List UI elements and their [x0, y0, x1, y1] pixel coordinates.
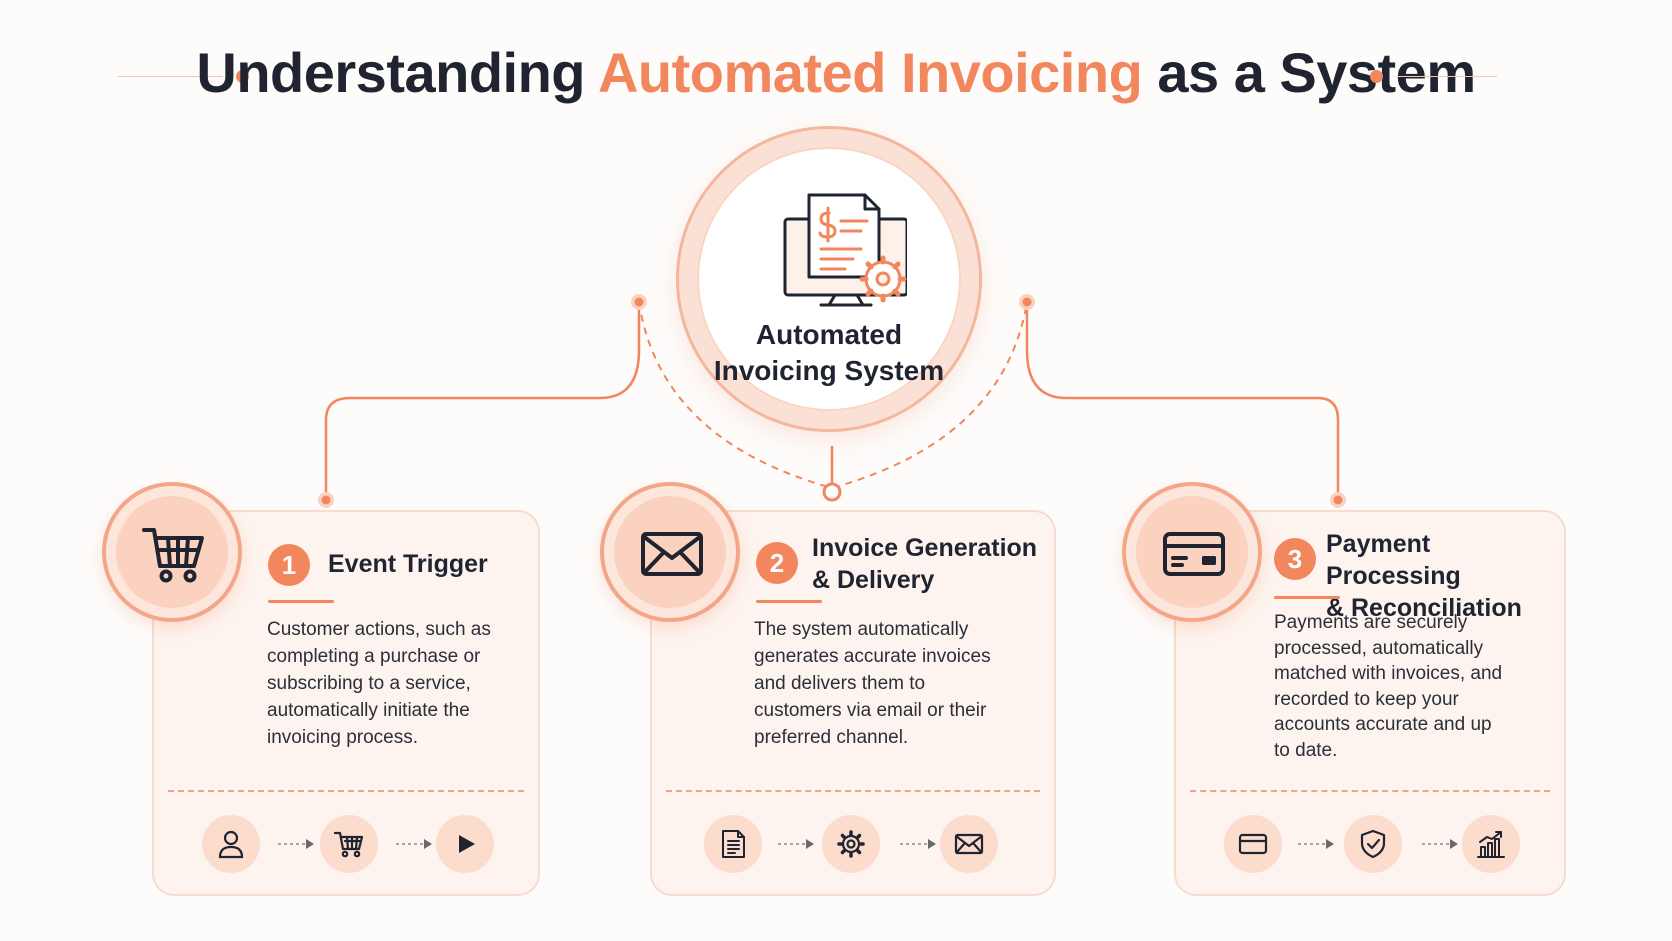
- heading-line: Payment Processing: [1326, 530, 1461, 590]
- desc-line: preferred channel.: [754, 727, 909, 748]
- flow-arrow: [1422, 839, 1458, 849]
- flow-step-chart: [1462, 815, 1520, 873]
- step-description: The system automatically generates accur…: [754, 616, 991, 751]
- document-icon: [722, 830, 745, 858]
- flow-arrow: [778, 839, 814, 849]
- desc-line: recorded to keep your: [1274, 688, 1459, 710]
- step-icon-badge-3: [1122, 482, 1262, 622]
- desc-line: and delivers them to: [754, 673, 926, 694]
- flow-step-user: [202, 815, 260, 873]
- step-heading: Event Trigger: [328, 550, 488, 578]
- title-right-line: [1397, 76, 1497, 77]
- desc-line: completing a purchase or: [267, 646, 481, 667]
- title-left-dot: [236, 70, 249, 83]
- user-icon: [218, 830, 244, 859]
- envelope-icon: [641, 532, 703, 576]
- card-divider: [168, 790, 524, 792]
- card-divider: [666, 790, 1040, 792]
- flow-arrow: [900, 839, 936, 849]
- desc-line: to date.: [1274, 739, 1338, 761]
- flow-step-cart: [320, 815, 378, 873]
- flow-step-shield: [1344, 815, 1402, 873]
- flow-arrow: [278, 839, 314, 849]
- heading-line: Invoice Generation: [812, 534, 1038, 562]
- desc-line: The system automatically: [754, 619, 969, 640]
- step-description: Customer actions, such as completing a p…: [267, 616, 491, 751]
- step-heading: Payment Processing & Reconciliation: [1326, 528, 1564, 624]
- credit-card-icon: [1163, 532, 1225, 576]
- desc-line: subscribing to a service,: [267, 673, 471, 694]
- shield-check-icon: [1360, 829, 1386, 859]
- step-number-badge: 3: [1274, 538, 1316, 580]
- heading-underline: [756, 600, 822, 603]
- desc-line: matched with invoices, and: [1274, 663, 1503, 685]
- step-icon-badge-1: [102, 482, 242, 622]
- desc-line: generates accurate invoices: [754, 646, 991, 667]
- desc-line: Payments are securely: [1274, 612, 1468, 633]
- flow-step-card: [1224, 815, 1282, 873]
- title-text-before: Understanding: [196, 41, 598, 104]
- heading-underline: [268, 600, 334, 603]
- credit-card-icon: [1238, 833, 1268, 855]
- desc-line: processed, automatically: [1274, 637, 1484, 659]
- heading-underline: [1274, 596, 1340, 599]
- title-right-dot: [1370, 70, 1383, 83]
- connector-nodes: [318, 294, 1346, 508]
- connector-left: [324, 302, 641, 498]
- connector-arc: [638, 301, 1028, 490]
- shopping-cart-icon: [142, 528, 204, 583]
- hub-label: Automated Invoicing System: [697, 317, 961, 389]
- step-number-badge: 1: [268, 544, 310, 586]
- hub-circle: Automated Invoicing System: [676, 126, 982, 432]
- page-title: Understanding Automated Invoicing as a S…: [0, 38, 1672, 108]
- flow-step-document: [704, 815, 762, 873]
- connector-right: [1025, 302, 1340, 498]
- hub-label-line1: Automated: [755, 319, 903, 350]
- flow-arrow: [396, 839, 432, 849]
- desc-line: Customer actions, such as: [267, 619, 491, 640]
- step-heading: Invoice Generation & Delivery: [812, 532, 1037, 596]
- title-text-accent: Automated Invoicing: [597, 41, 1143, 104]
- shopping-cart-icon: [334, 831, 364, 858]
- flow-step-gear: [822, 815, 880, 873]
- flow-step-envelope: [940, 815, 998, 873]
- heading-line: & Delivery: [812, 566, 935, 594]
- title-text-after: as a System: [1142, 41, 1476, 104]
- envelope-icon: [954, 833, 984, 855]
- hub-label-line2: Invoicing System: [713, 355, 945, 386]
- step-icon-badge-2: [600, 482, 740, 622]
- gear-icon: [837, 830, 865, 858]
- title-left-line: [118, 76, 223, 77]
- heading-line: & Reconciliation: [1326, 594, 1522, 622]
- step-number-badge: 2: [756, 542, 798, 584]
- desc-line: invoicing process.: [267, 727, 419, 748]
- desc-line: accounts accurate and up: [1274, 714, 1492, 736]
- title-row: Understanding Automated Invoicing as a S…: [0, 38, 1672, 108]
- flow-step-play: [436, 815, 494, 873]
- step-description: Payments are securely processed, automat…: [1274, 610, 1502, 764]
- invoice-monitor-gear-icon: [783, 193, 907, 307]
- desc-line: customers via email or their: [754, 700, 987, 721]
- flow-arrow: [1298, 839, 1334, 849]
- play-icon: [459, 835, 475, 853]
- bar-chart-icon: [1477, 831, 1505, 858]
- card-divider: [1190, 790, 1550, 792]
- hub-inner: Automated Invoicing System: [697, 147, 961, 411]
- desc-line: automatically initiate the: [267, 700, 470, 721]
